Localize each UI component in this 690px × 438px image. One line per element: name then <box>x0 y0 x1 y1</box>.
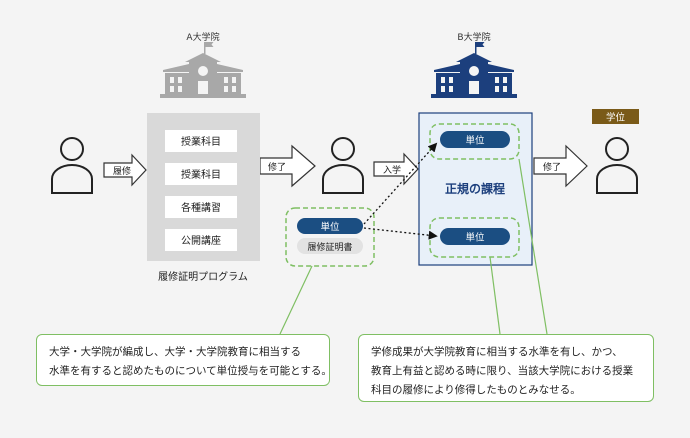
arrow-enroll-a-label: 履修 <box>113 165 131 177</box>
university-a-building-windows <box>170 66 236 94</box>
course-label: 各種講習 <box>181 201 221 214</box>
right-note-line: 学修成果が大学院教育に相当する水準を有し、かつ、 <box>371 346 623 358</box>
certificate-pill <box>297 238 363 254</box>
credit-top-pill <box>440 131 510 148</box>
course-box <box>165 130 237 152</box>
credit-bundle-credit-label: 単位 <box>320 221 340 233</box>
university-b-building-windows <box>441 66 507 94</box>
degree-label: 学位 <box>606 112 626 124</box>
right-note-line: 教育上有益と認める時に限り、当該大学院における授業 <box>371 365 634 377</box>
degree-badge <box>592 109 639 124</box>
person-icon-graduate <box>596 137 638 194</box>
credit-bottom-pill <box>440 228 510 245</box>
credit-top-dashed-frame <box>429 123 520 160</box>
course-box <box>165 196 237 218</box>
arrow-complete-b: 修了 <box>533 144 588 188</box>
university-a-label: A大学院 <box>186 31 219 43</box>
course-box <box>165 229 237 251</box>
certificate-label: 履修証明書 <box>307 241 352 253</box>
left-note-callout: 大学・大学院が編成し、大学・大学院教育に相当する 水準を有すると認めたものについ… <box>36 334 332 386</box>
program-caption: 履修証明プログラム <box>158 270 248 283</box>
credit-bundle-pill <box>297 218 363 234</box>
credit-top-label: 単位 <box>465 135 485 147</box>
right-note-callout: 学修成果が大学院教育に相当する水準を有し、かつ、 教育上有益と認める時に限り、当… <box>358 334 654 402</box>
right-callout-connector-bottom <box>489 256 501 335</box>
left-note-line: 大学・大学院が編成し、大学・大学院教育に相当する <box>49 346 301 358</box>
person-icon-middle <box>322 137 364 194</box>
arrow-complete-b-label: 修了 <box>543 161 561 173</box>
course-label: 授業科目 <box>181 168 221 181</box>
course-label: 公開講座 <box>181 234 221 247</box>
course-label: 授業科目 <box>181 135 221 148</box>
arrow-complete-a-label: 修了 <box>268 161 286 173</box>
arrow-complete-a: 修了 <box>259 144 316 188</box>
credit-bottom-dashed-frame <box>429 217 520 258</box>
left-callout-connector <box>279 265 313 335</box>
transfer-arrow-to-bottom-credit <box>363 227 438 240</box>
arrow-admission-b-label: 入学 <box>383 164 401 176</box>
regular-course-title: 正規の課程 <box>445 181 505 196</box>
left-note-line: 水準を有すると認めたものについて単位授与を可能とする。 <box>49 365 332 377</box>
right-callout-connector-top <box>518 158 548 335</box>
arrow-enroll-a: 履修 <box>103 153 147 187</box>
credit-bundle-dashed-frame <box>285 207 375 267</box>
university-b-label: B大学院 <box>457 31 490 43</box>
person-icon-start <box>51 137 93 194</box>
course-box <box>165 163 237 185</box>
right-note-line: 科目の履修により修得したものとみなせる。 <box>371 384 581 396</box>
arrow-admission-b: 入学 <box>373 152 419 186</box>
program-course-list: 授業科目 授業科目 各種講習 公開講座 <box>165 130 237 251</box>
credit-bottom-label: 単位 <box>465 232 485 244</box>
